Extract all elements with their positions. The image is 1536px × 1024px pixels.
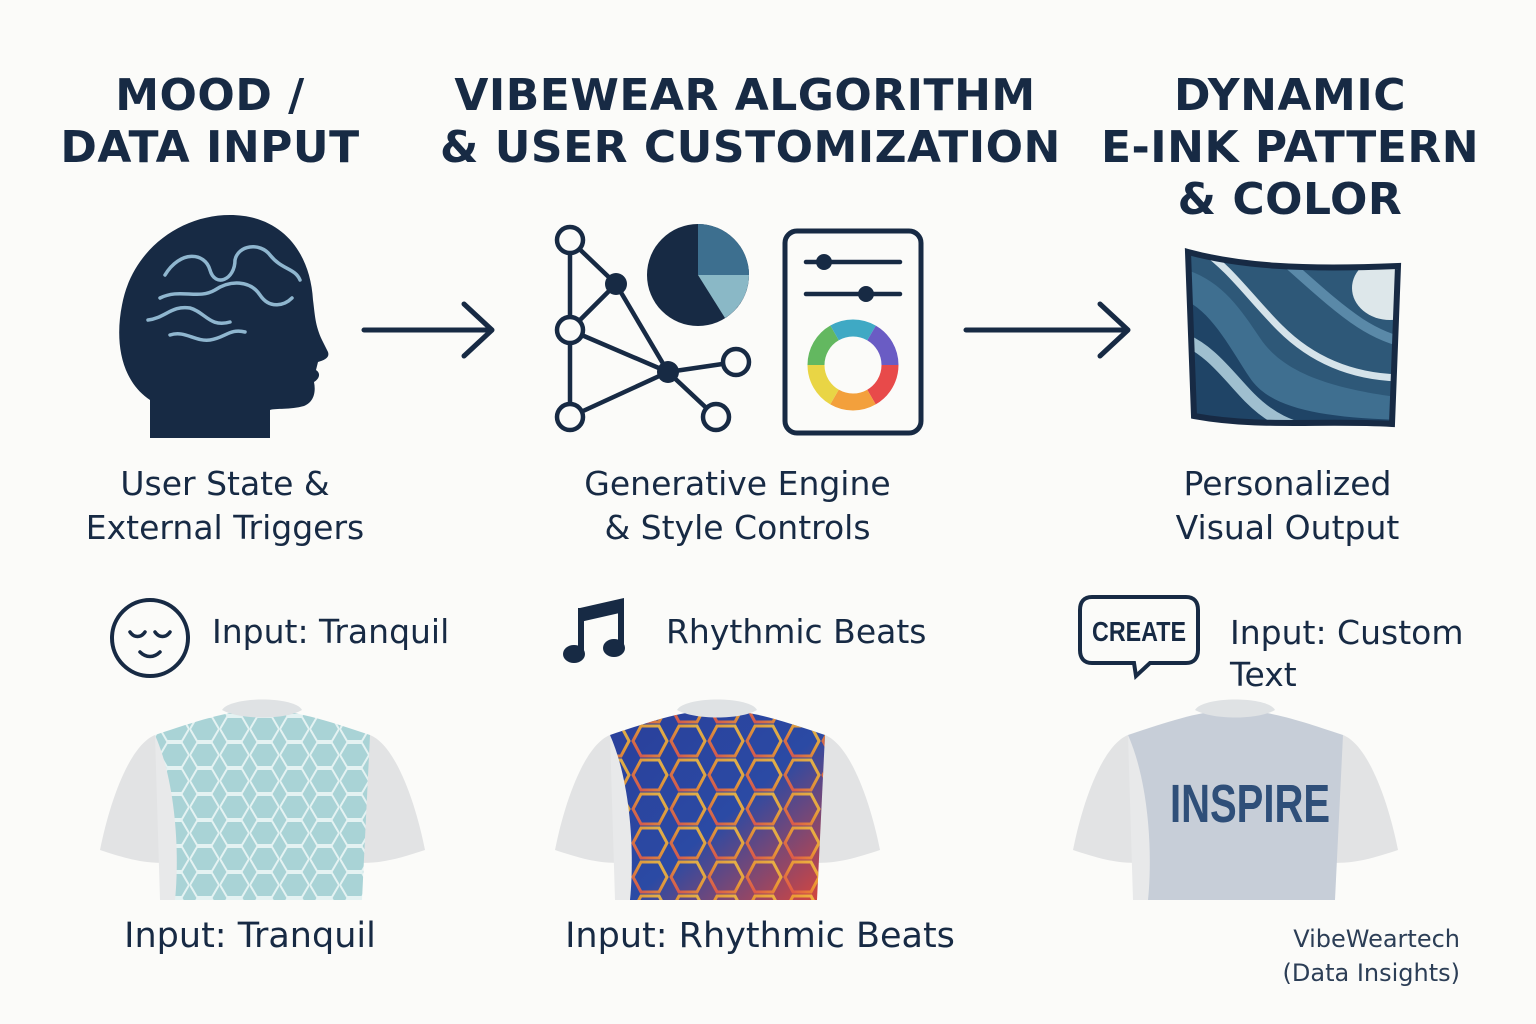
- subtitle-personalized-output: Personalized Visual Output: [1175, 464, 1400, 547]
- shirt-print-text: INSPIRE: [1170, 774, 1330, 834]
- heading-dynamic-eink: DYNAMIC E-INK PATTERN & COLOR: [1100, 70, 1480, 225]
- bubble-text: CREATE: [1092, 616, 1186, 647]
- heading-vibewear-algorithm: VIBEWEAR ALGORITHM & USER CUSTOMIZATION: [440, 70, 1061, 173]
- caption-rhythmic: Input: Rhythmic Beats: [565, 916, 955, 956]
- tshirt-rhythmic: [555, 690, 880, 900]
- arrow-right-icon: [360, 300, 500, 360]
- brand-footer: VibeWeartech (Data Insights): [1282, 925, 1460, 987]
- caption-tranquil: Input: Tranquil: [124, 916, 376, 956]
- subtitle-generative-engine: Generative Engine & Style Controls: [584, 464, 891, 547]
- pie-chart-icon: [645, 222, 751, 328]
- example-label-custom-text: Input: Custom Text: [1230, 613, 1464, 694]
- example-label-rhythmic: Rhythmic Beats: [666, 612, 927, 651]
- subtitle-user-state: User State & External Triggers: [85, 464, 365, 547]
- example-label-tranquil: Input: Tranquil: [212, 612, 450, 651]
- speech-bubble-icon: CREATE: [1076, 594, 1202, 680]
- network-graph-icon: [548, 222, 758, 437]
- tshirt-custom-text: INSPIRE: [1073, 690, 1398, 900]
- sleepy-face-icon: [108, 596, 192, 680]
- heading-mood-data-input: MOOD / DATA INPUT: [60, 70, 360, 173]
- style-controls-panel-icon: [782, 228, 924, 436]
- eink-pattern-panel-icon: [1180, 248, 1405, 433]
- arrow-right-icon: [962, 300, 1137, 360]
- music-note-icon: [560, 596, 632, 668]
- tshirt-tranquil: [100, 690, 425, 900]
- head-brain-icon: [110, 210, 340, 440]
